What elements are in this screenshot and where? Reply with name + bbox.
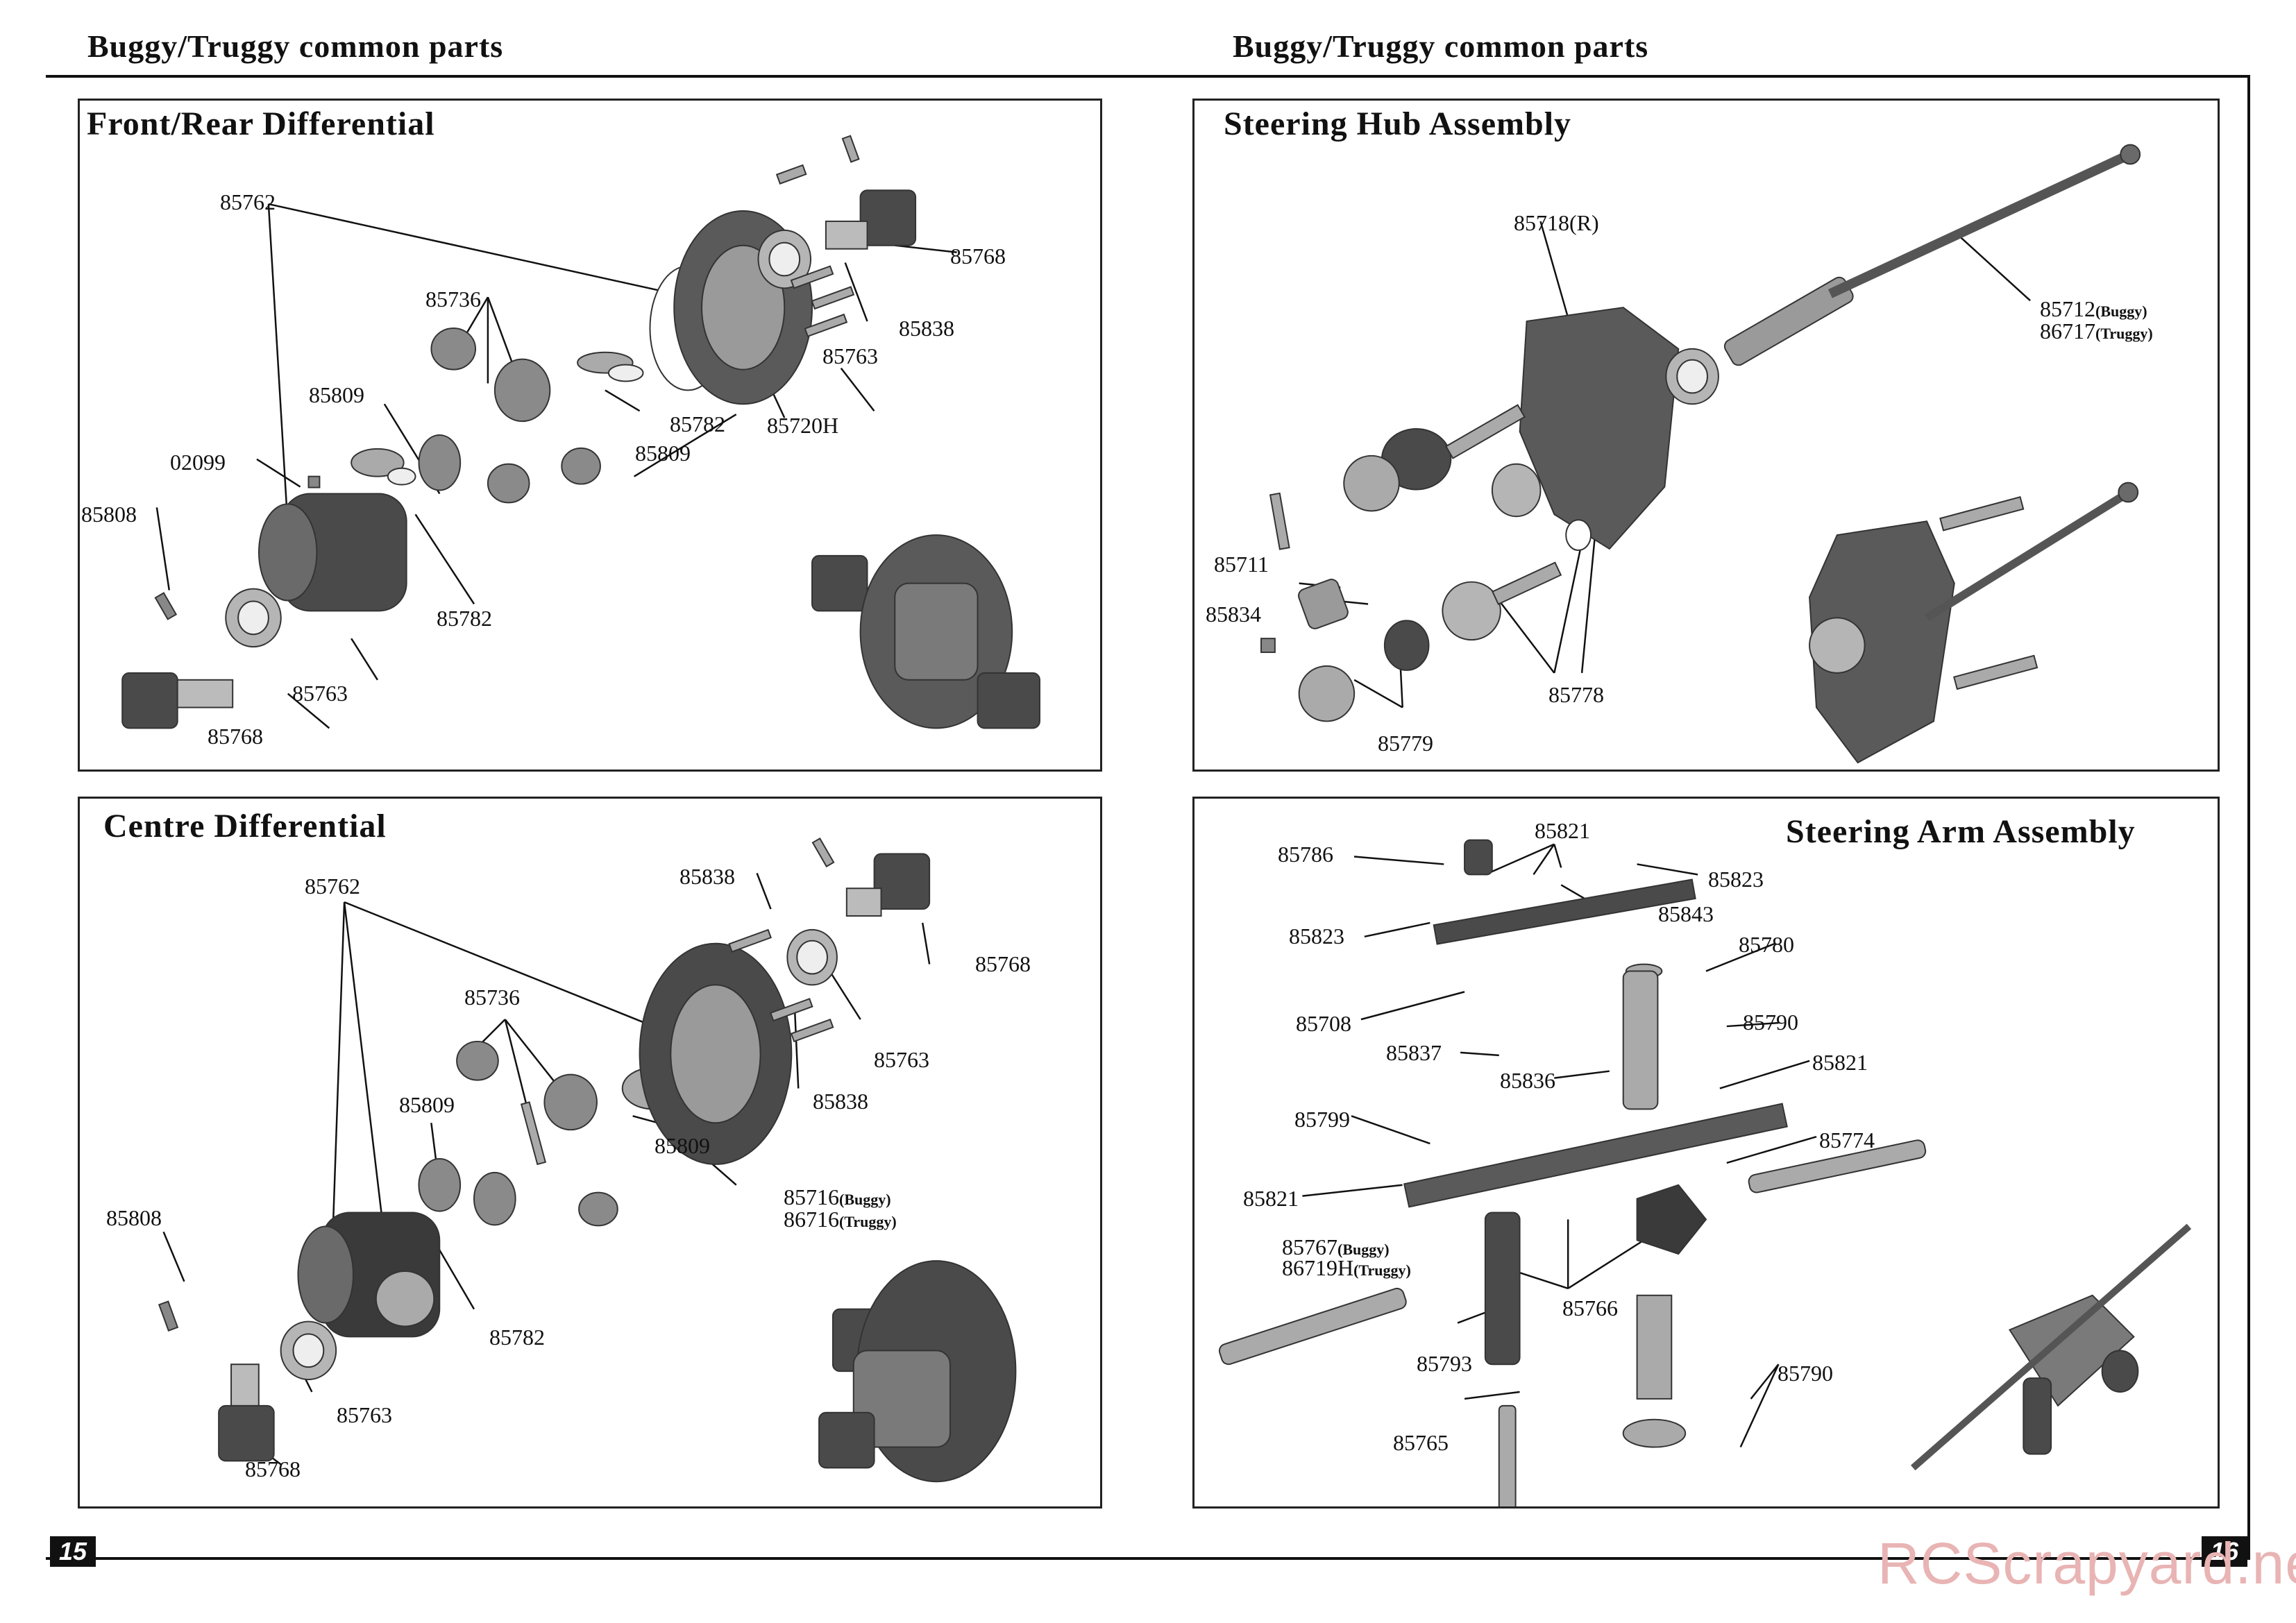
part-label: 85790 <box>1743 1010 1798 1035</box>
part-label: 85762 <box>220 189 276 214</box>
left-page-header: Buggy/Truggy common parts <box>87 28 504 64</box>
centre-differential-panel: Centre Differential 85762 85838 85736 85… <box>78 797 1102 1509</box>
part-label: 85809 <box>635 441 691 466</box>
part-label: 86717(Truggy) <box>2040 318 2153 343</box>
part-label: 85808 <box>106 1205 162 1230</box>
part-label: 85821 <box>1243 1186 1299 1211</box>
differential-parts <box>121 135 1040 729</box>
part-label: 86716(Truggy) <box>784 1207 897 1232</box>
part-label: 85823 <box>1289 924 1344 949</box>
part-label: 85720H <box>767 413 839 438</box>
part-label: 85809 <box>309 382 364 407</box>
part-label: 85766 <box>1562 1295 1618 1320</box>
front-rear-differential-title: Front/Rear Differential <box>87 105 435 142</box>
steering-hub-diagram <box>1260 144 2141 764</box>
centre-differential-title: Centre Differential <box>103 808 387 844</box>
part-label: 85837 <box>1386 1040 1442 1065</box>
part-label: 85836 <box>1500 1068 1555 1093</box>
part-label: 85711 <box>1214 552 1269 577</box>
part-label: 85782 <box>670 411 725 436</box>
steering-hub-panel: Steering Hub Assembly 85718(R) 85712(Bug… <box>1192 99 2220 772</box>
part-label: 85838 <box>679 864 735 889</box>
part-label: 86719H(Truggy) <box>1282 1255 1411 1280</box>
part-label: 85809 <box>655 1133 710 1158</box>
right-frame-line <box>2247 75 2250 1560</box>
part-label: 85793 <box>1417 1351 1472 1376</box>
part-label: 85736 <box>425 287 481 312</box>
part-label: 85718(R) <box>1514 210 1599 235</box>
steering-hub-title: Steering Hub Assembly <box>1224 105 1572 142</box>
part-label: 85838 <box>813 1089 868 1114</box>
bottom-frame-line <box>46 1557 2250 1560</box>
part-label: 85712(Buggy) <box>2040 296 2147 321</box>
front-rear-differential-diagram <box>121 135 1040 729</box>
part-label: 02099 <box>170 450 226 475</box>
part-label: 85778 <box>1548 682 1604 707</box>
steering-arm-title: Steering Arm Assembly <box>1786 813 2136 850</box>
part-label: 85774 <box>1819 1128 1875 1153</box>
part-label: 85763 <box>292 681 348 706</box>
centre-differential-parts <box>158 837 1017 1483</box>
steering-hub-parts <box>1260 144 2141 764</box>
part-label: 85708 <box>1296 1011 1351 1036</box>
part-label: 85782 <box>437 606 492 631</box>
steering-arm-panel: Steering Arm Assembly 85786 85821 85823 … <box>1192 797 2220 1509</box>
steering-arm-parts <box>1218 839 2192 1506</box>
part-label: 85834 <box>1206 602 1261 627</box>
part-label: 85799 <box>1294 1107 1350 1132</box>
part-label: 85843 <box>1658 901 1714 926</box>
part-label: 85768 <box>245 1456 301 1481</box>
page-number-right: 16 <box>2202 1536 2247 1567</box>
part-label: 85821 <box>1535 818 1590 843</box>
top-frame-line <box>46 75 2250 78</box>
watermark: RCScrapyard.net <box>1877 1531 2296 1596</box>
part-label: 85767(Buggy) <box>1282 1234 1390 1259</box>
part-label: 85779 <box>1378 731 1433 756</box>
part-label: 85821 <box>1812 1050 1868 1075</box>
part-label: 85782 <box>489 1325 545 1350</box>
part-label: 85786 <box>1278 842 1333 867</box>
part-label: 85780 <box>1739 932 1794 957</box>
part-label: 85763 <box>874 1047 929 1072</box>
part-label: 85808 <box>81 502 137 527</box>
part-label: 85765 <box>1393 1430 1449 1455</box>
part-label: 85823 <box>1708 867 1764 892</box>
part-label: 85768 <box>950 244 1006 269</box>
part-label: 85763 <box>822 343 878 368</box>
part-label: 85768 <box>208 724 263 749</box>
part-label: 85762 <box>305 874 360 899</box>
part-label: 85790 <box>1778 1361 1833 1386</box>
page-number-left: 15 <box>50 1536 96 1567</box>
centre-differential-diagram <box>158 837 1017 1483</box>
front-rear-differential-panel: Front/Rear Differential 85762 85736 8580… <box>78 99 1102 772</box>
part-label: 85716(Buggy) <box>784 1184 891 1209</box>
part-label: 85809 <box>399 1092 455 1117</box>
part-label: 85736 <box>464 985 520 1010</box>
part-label: 85838 <box>899 316 954 341</box>
part-label: 85768 <box>975 951 1031 976</box>
steering-arm-diagram <box>1218 839 2192 1506</box>
part-label: 85763 <box>337 1402 392 1427</box>
right-page-header: Buggy/Truggy common parts <box>1233 28 1649 64</box>
